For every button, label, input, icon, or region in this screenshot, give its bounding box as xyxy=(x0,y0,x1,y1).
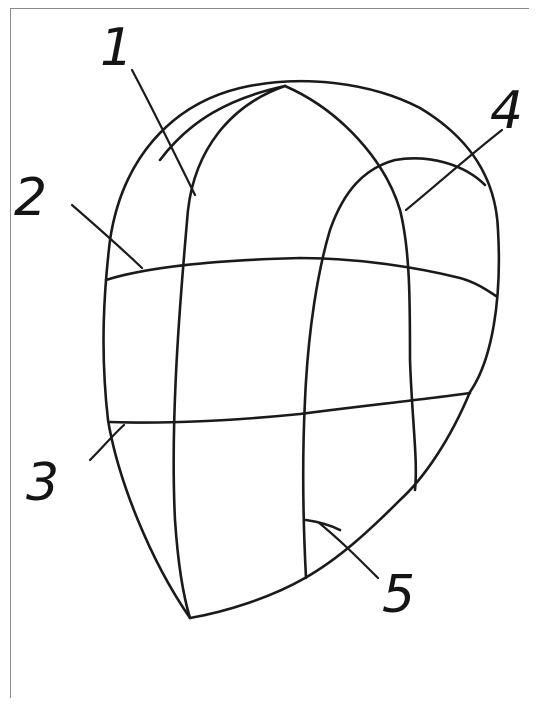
lower-horizontal-line xyxy=(110,393,470,423)
label-1: 1 xyxy=(100,18,133,78)
leader-4 xyxy=(406,130,502,210)
front-vertical-line xyxy=(174,86,285,618)
label-4: 4 xyxy=(490,81,523,141)
rear-arch-line xyxy=(303,158,485,578)
upper-horizontal-line xyxy=(106,258,496,296)
label-5: 5 xyxy=(382,565,415,625)
label-2: 2 xyxy=(14,168,47,228)
leader-3 xyxy=(90,425,124,460)
label-3: 3 xyxy=(26,453,59,513)
cap-arch xyxy=(160,86,285,160)
